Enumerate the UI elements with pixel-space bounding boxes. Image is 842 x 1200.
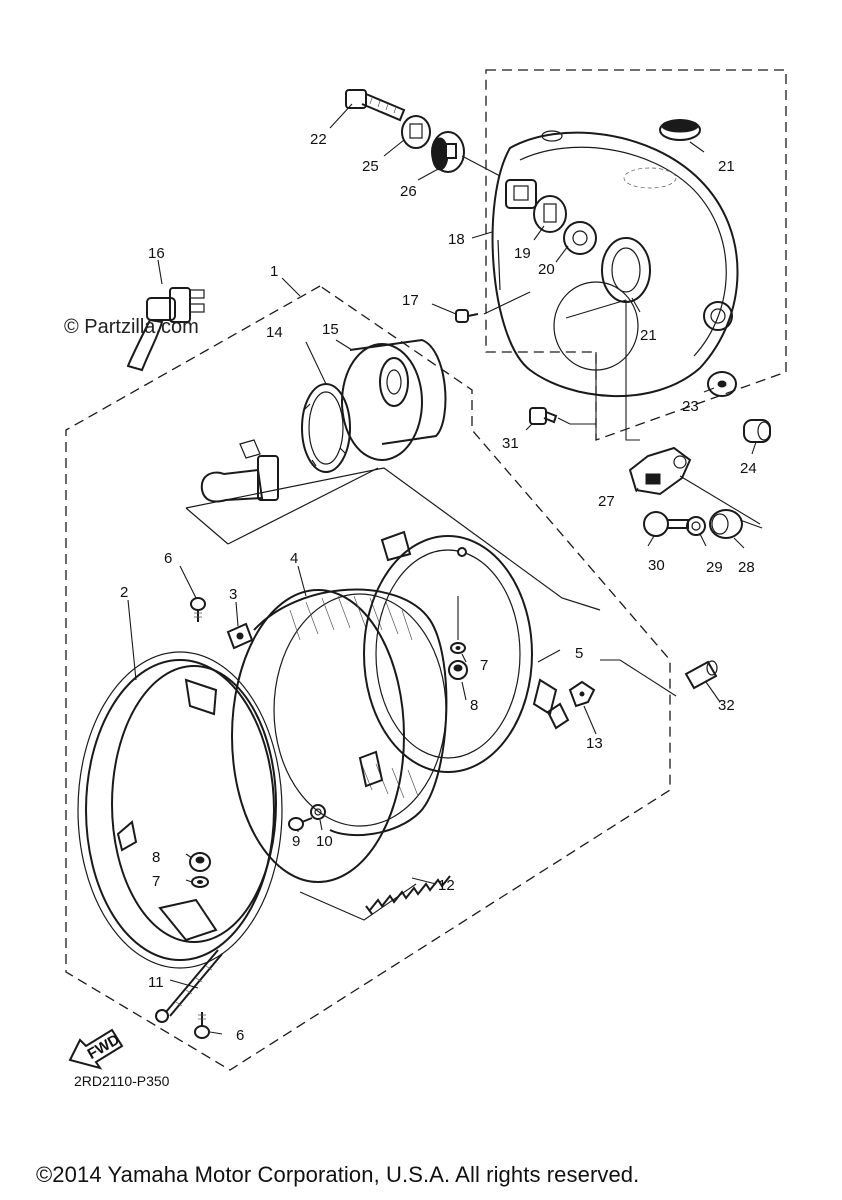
mounting-frame-part-5[interactable] <box>363 530 570 773</box>
grommet-part-26[interactable] <box>431 131 465 173</box>
screw-part-6-upper[interactable] <box>190 597 206 622</box>
headlight-rim-part-2[interactable] <box>77 651 283 969</box>
callout-8-lower: 8 <box>152 849 160 866</box>
washer-part-10[interactable] <box>310 804 326 820</box>
bracket-part-13[interactable] <box>568 680 596 708</box>
socket-cover-part-15[interactable] <box>341 338 447 461</box>
callout-26: 26 <box>400 183 417 200</box>
screw-part-17[interactable] <box>455 309 479 323</box>
callout-9: 9 <box>292 833 300 850</box>
callout-7-lower: 7 <box>152 873 160 890</box>
nut-part-8-upper[interactable] <box>448 660 468 680</box>
headlight-housing-part-18[interactable] <box>491 130 739 398</box>
bolt-part-22[interactable] <box>345 89 406 122</box>
grommet-part-21-top[interactable] <box>659 119 701 141</box>
callout-21-center: 21 <box>640 327 657 344</box>
damper-part-28[interactable] <box>709 509 743 539</box>
headlight-unit-assembly-outline <box>65 285 671 1071</box>
grommet-part-19[interactable] <box>533 195 567 233</box>
callout-15: 15 <box>322 321 339 338</box>
callout-18: 18 <box>448 231 465 248</box>
callout-labels: 1 2 3 4 5 6 6 7 7 8 8 9 10 11 12 13 14 1… <box>120 131 757 1044</box>
callout-24: 24 <box>740 460 757 477</box>
copyright-notice: ©2014 Yamaha Motor Corporation, U.S.A. A… <box>36 1162 640 1187</box>
callout-7-upper: 7 <box>480 657 488 674</box>
callout-3: 3 <box>229 586 237 603</box>
retaining-ring-part-14[interactable] <box>301 383 351 473</box>
mounting-tab-part-3[interactable] <box>226 622 254 650</box>
callout-23: 23 <box>682 398 699 415</box>
callout-12: 12 <box>438 877 455 894</box>
adjuster-screw-part-11[interactable] <box>155 949 223 1023</box>
callout-13: 13 <box>586 735 603 752</box>
nut-part-8-lower[interactable] <box>189 852 211 872</box>
callout-16: 16 <box>148 245 165 262</box>
callout-17: 17 <box>402 292 419 309</box>
callout-28: 28 <box>738 559 755 576</box>
callout-20: 20 <box>538 261 555 278</box>
callout-10: 10 <box>316 833 333 850</box>
housing-mount-boss <box>505 179 537 209</box>
headlight-bulb-part-16[interactable] <box>126 287 205 372</box>
collar-part-32[interactable] <box>684 660 718 690</box>
callout-21-top: 21 <box>718 158 735 175</box>
collar-part-29[interactable] <box>686 516 706 536</box>
bolt-part-31[interactable] <box>529 407 558 425</box>
washer-part-7-upper[interactable] <box>450 642 466 654</box>
grommet-part-20[interactable] <box>563 221 597 255</box>
washer-part-23[interactable] <box>707 371 737 397</box>
collar-part-24[interactable] <box>743 419 771 443</box>
forward-direction-arrow: FWD <box>68 1028 124 1070</box>
callout-22: 22 <box>310 131 327 148</box>
lens-unit-part-4[interactable] <box>231 588 448 883</box>
callout-11: 11 <box>148 974 164 991</box>
grommet-part-21-center[interactable] <box>601 237 651 303</box>
screw-part-6-lower[interactable] <box>194 1012 210 1039</box>
callout-4: 4 <box>290 550 298 567</box>
spring-part-12[interactable] <box>365 875 451 915</box>
callout-32: 32 <box>718 697 735 714</box>
callout-19: 19 <box>514 245 531 262</box>
partzilla-watermark: © Partzilla.com <box>64 316 199 338</box>
callout-29: 29 <box>706 559 723 576</box>
callout-27: 27 <box>598 493 615 510</box>
bulb-group-outline <box>185 467 601 611</box>
callout-5: 5 <box>575 645 583 662</box>
bulb-in-group <box>200 439 279 503</box>
callout-31: 31 <box>502 435 519 452</box>
callout-25: 25 <box>362 158 379 175</box>
washer-part-7-lower[interactable] <box>191 876 209 888</box>
callout-2: 2 <box>120 584 128 601</box>
screw-part-9[interactable] <box>288 817 313 831</box>
callout-14: 14 <box>266 324 283 341</box>
collar-part-25[interactable] <box>401 115 431 149</box>
callout-30: 30 <box>648 557 665 574</box>
callout-1: 1 <box>270 263 278 280</box>
bolt-part-30[interactable] <box>643 511 689 537</box>
callout-6-lower: 6 <box>236 1027 244 1044</box>
leader-lines <box>127 103 761 1035</box>
bracket-part-27[interactable] <box>628 446 692 496</box>
callout-8-upper: 8 <box>470 697 478 714</box>
callout-6-upper: 6 <box>164 550 172 567</box>
diagram-code: 2RD2110-P350 <box>74 1073 170 1089</box>
